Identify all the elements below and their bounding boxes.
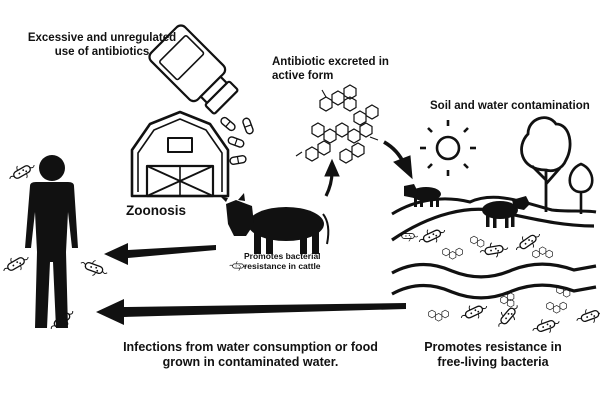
pill-icon [218, 115, 238, 133]
molecule-icon [428, 309, 449, 322]
bacteria-icon [0, 249, 33, 279]
pill-icon [226, 135, 246, 149]
molecule-icon [546, 301, 567, 314]
bacteria-icon [492, 299, 524, 333]
arrow-icon [96, 299, 406, 325]
arrow-icon [324, 158, 340, 197]
molecule-icon [442, 247, 463, 260]
cow-icon [220, 193, 330, 254]
pill-bottle-icon [148, 24, 239, 115]
excessive-use-label: Excessive and unregulated use of antibio… [27, 32, 177, 58]
pill-icon [241, 116, 255, 136]
arrow-icon [383, 140, 413, 180]
bacteria-icon [573, 303, 600, 329]
infections-label: Infections from water consumption or foo… [123, 340, 378, 369]
sun-icon [420, 120, 476, 176]
tree-icon [520, 116, 572, 212]
water-waves [391, 262, 597, 300]
tree-icon [568, 162, 594, 214]
bacteria-icon [457, 298, 491, 326]
pill-icon [228, 154, 248, 166]
soil-water-label: Soil and water contamination [430, 100, 590, 112]
cattle-resistance-label: Promotes bacterial resistance in cattle [244, 251, 321, 272]
free-living-label: Promotes resistance in free-living bacte… [424, 340, 562, 369]
molecule-icon [295, 84, 379, 164]
bacteria-icon [77, 255, 111, 281]
barn-icon [130, 110, 230, 198]
molecule-icon [470, 235, 485, 248]
human-icon [25, 155, 78, 328]
arrow-icon [104, 243, 216, 265]
bacteria-icon [415, 222, 449, 250]
excreted-label: Antibiotic excreted in active form [272, 56, 389, 82]
cow-icon [482, 196, 530, 228]
zoonosis-label: Zoonosis [126, 203, 186, 218]
molecule-icon [532, 246, 553, 259]
bacteria-icon [529, 313, 563, 339]
cow-icon [404, 184, 441, 207]
bacteria-icon [478, 239, 510, 261]
bacteria-icon [5, 157, 39, 187]
